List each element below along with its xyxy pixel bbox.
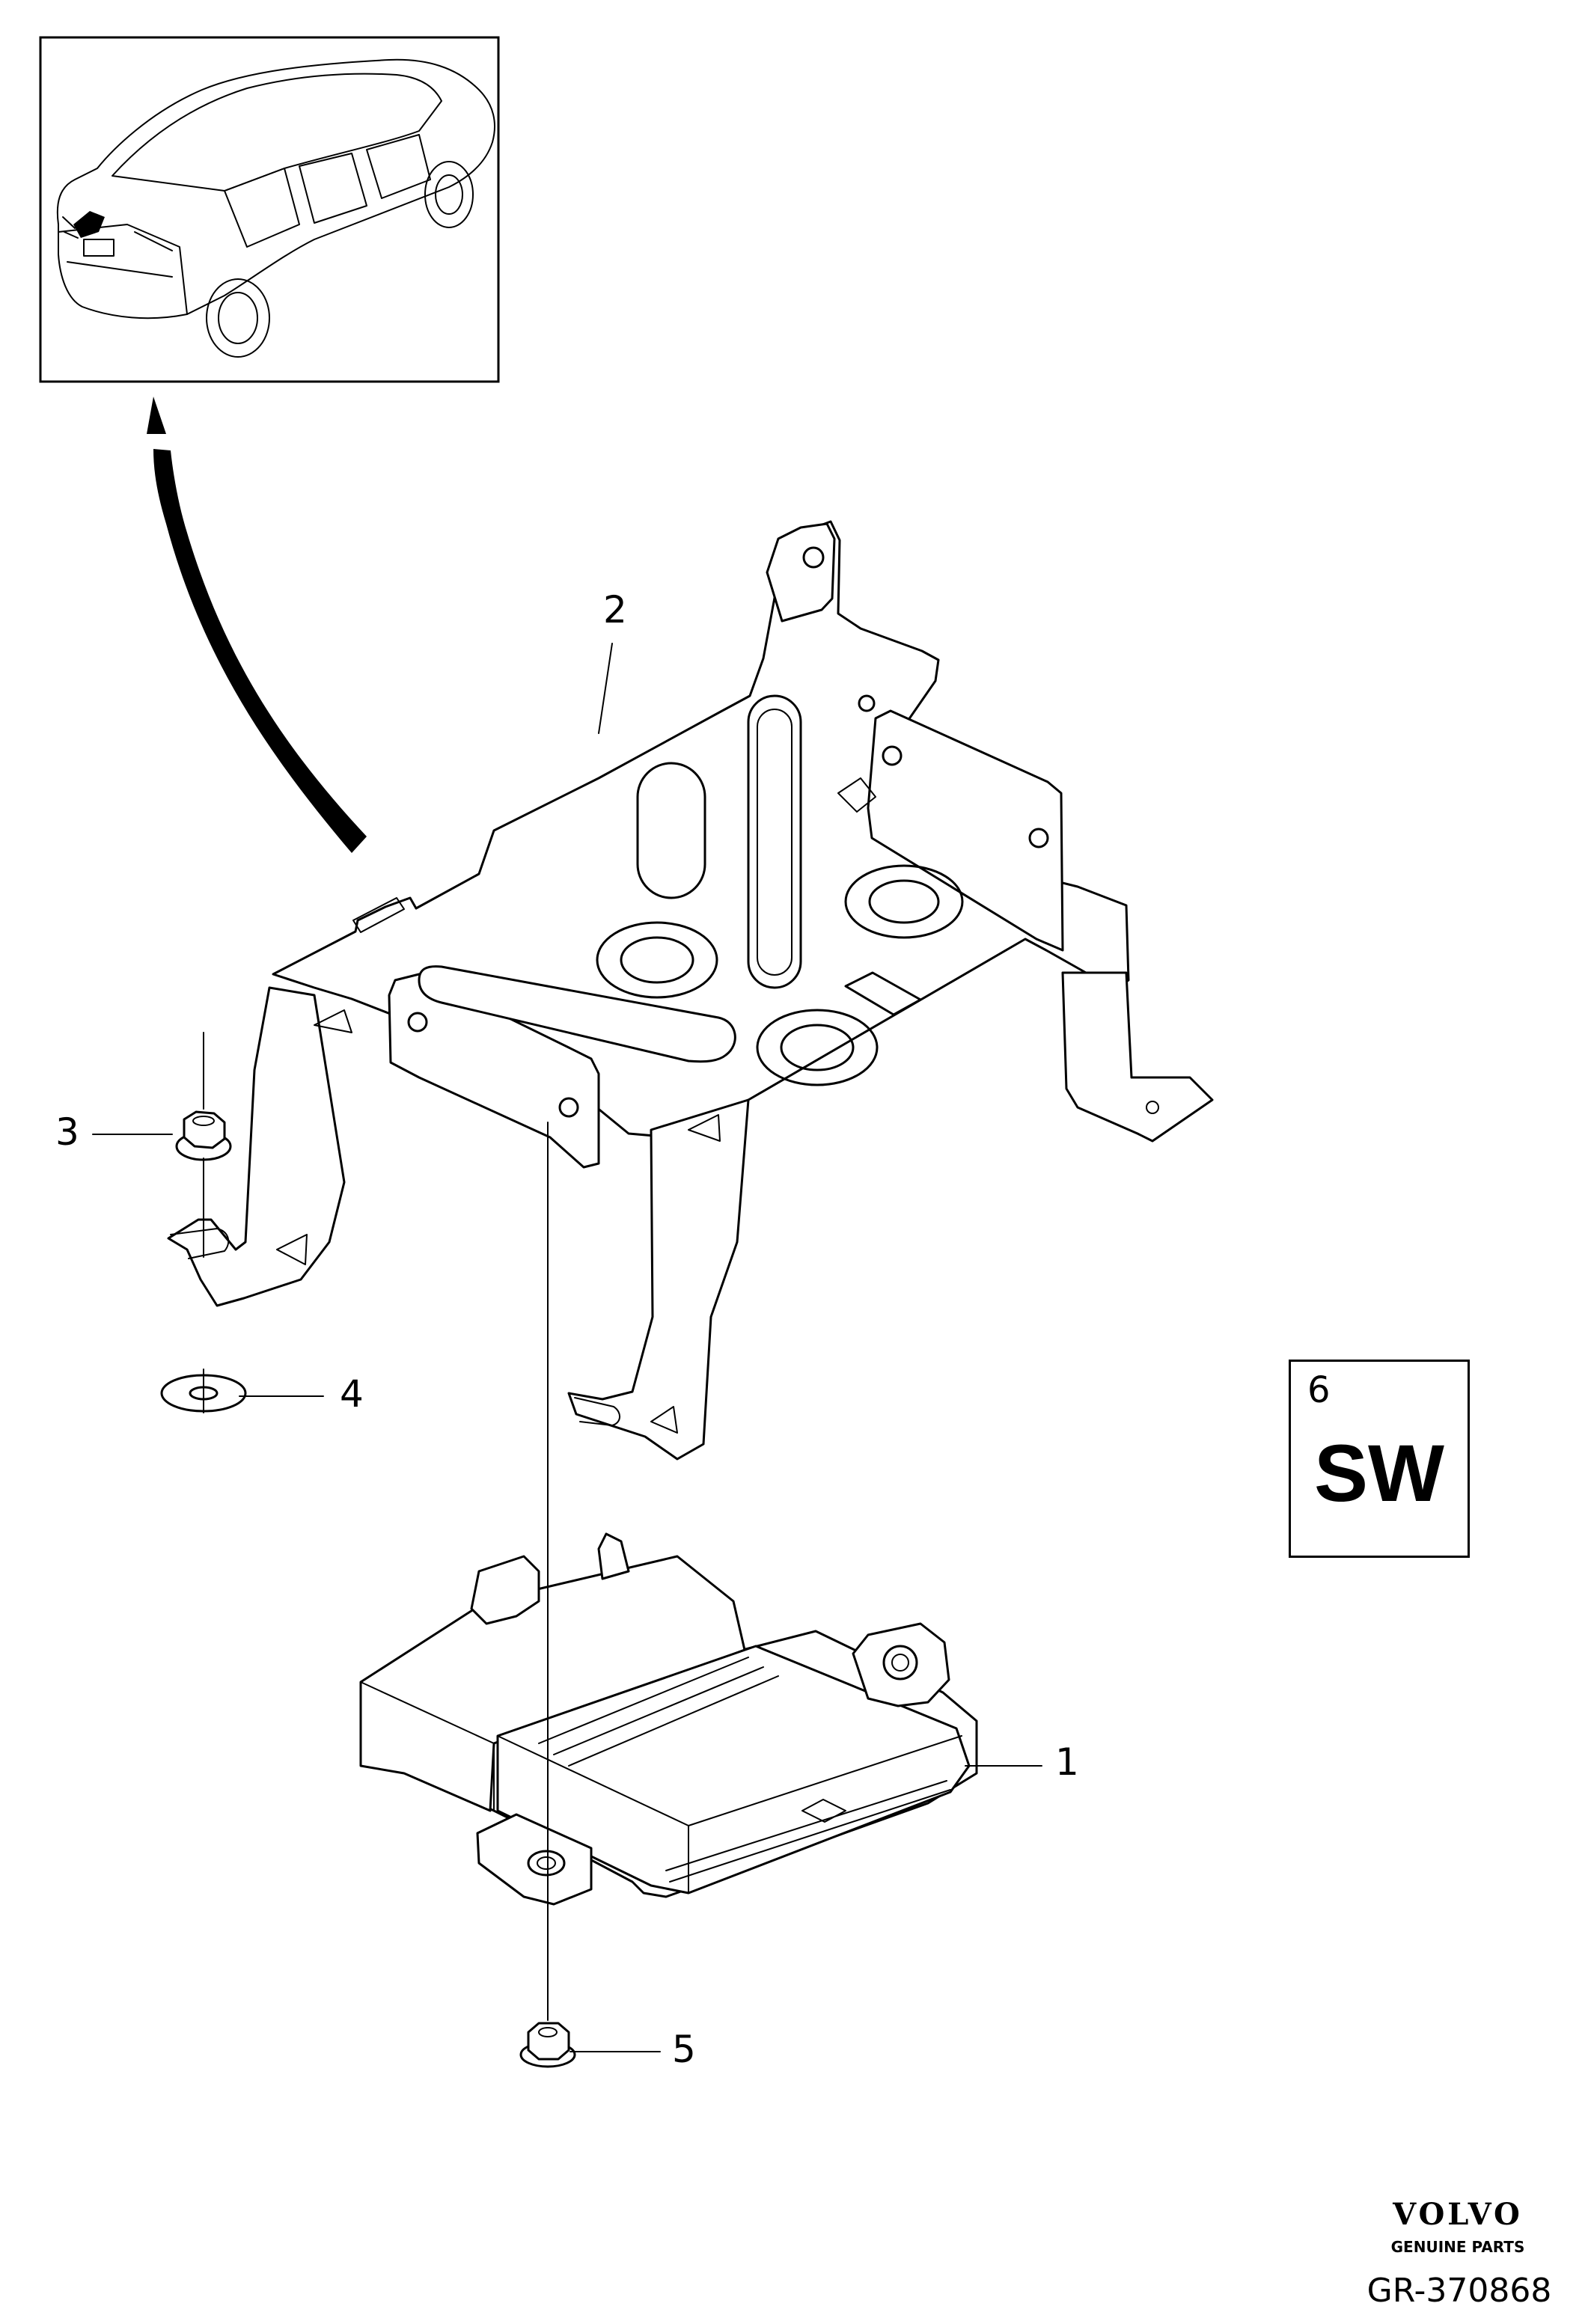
callout-3: 3 <box>55 1110 79 1154</box>
software-reference-box: 6 SW <box>1289 1360 1470 1558</box>
drawing-number: GR-370868 <box>1366 2272 1552 2310</box>
callout-5: 5 <box>672 2028 696 2071</box>
volvo-logo: VOLVO <box>1393 2197 1523 2232</box>
software-box-number: 6 <box>1307 1369 1331 1411</box>
callout-1: 1 <box>1055 1740 1079 1784</box>
assembly-center-lines <box>203 1032 549 2021</box>
software-box-code: SW <box>1314 1428 1444 1518</box>
callout-2: 2 <box>603 588 627 632</box>
callout-4: 4 <box>340 1372 364 1416</box>
vehicle-location-inset <box>39 36 500 383</box>
location-pointer-arrow <box>147 397 367 853</box>
genuine-parts-label: GENUINE PARTS <box>1390 2238 1525 2256</box>
bracket-part-2 <box>167 520 1214 1461</box>
flange-nut-part-3 <box>175 1110 232 1161</box>
control-module-part-1 <box>359 1532 978 1906</box>
callout-leader-lines <box>92 643 1042 2052</box>
nut-part-5 <box>519 2022 576 2068</box>
